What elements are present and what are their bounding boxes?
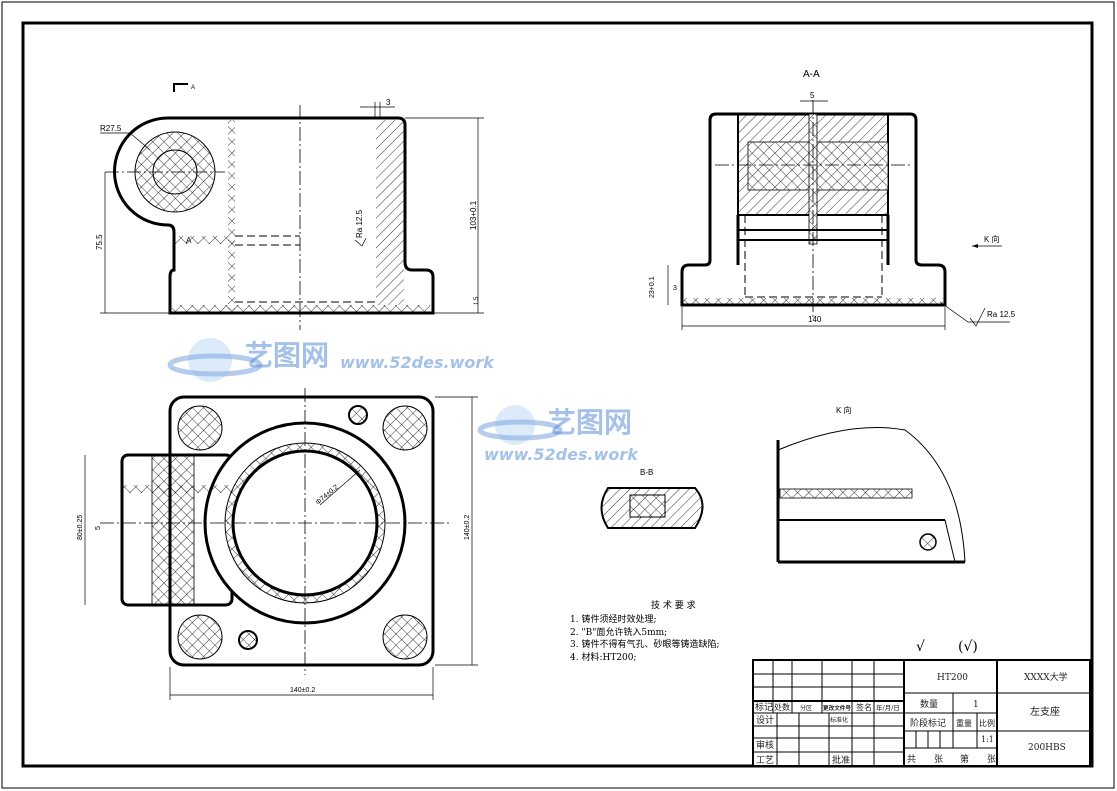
- tb-hardness: 200HBS: [1028, 743, 1066, 753]
- tech-req-item: 3. 铸件不得有气孔、砂眼等铸造缺陷;: [570, 638, 719, 650]
- section-bb-title: B-B: [640, 468, 653, 477]
- tb-header-zone: 分区: [800, 704, 812, 712]
- tb-material: HT200: [937, 673, 968, 683]
- dim-103: 103+0.1: [469, 200, 478, 230]
- tb-header-mark: 标记: [755, 701, 773, 713]
- watermark-url: www.52des.work: [484, 445, 639, 464]
- watermark-url: www.52des.work: [340, 353, 495, 372]
- section-aa-title: A-A: [803, 69, 820, 80]
- dim-140-right: 140±0.2: [464, 515, 471, 540]
- tb-quantity: 1: [973, 700, 979, 710]
- dim-75-5: 75.5: [95, 234, 104, 250]
- dim-140: 140: [808, 315, 822, 324]
- hole-marker-a: A: [186, 236, 192, 245]
- dim-140-bottom: 140±0.2: [290, 687, 315, 694]
- dim-5-top: 5: [95, 526, 102, 530]
- dim-80: 80±0.25: [77, 515, 84, 540]
- tb-header-change-doc: 更改文件号: [823, 704, 851, 712]
- title-block: 标记 处数 分区 更改文件号 签名 年/月/日 设计 标准化 审核 工艺 批准 …: [752, 659, 1091, 767]
- k-view-title: K 向: [836, 405, 852, 415]
- front-view: 75.5 103+0.1 3 R27.5 Ra 12.5 A 1.5 A: [95, 83, 484, 330]
- roughness-general-symbol: √: [916, 639, 925, 655]
- dim-3: 3: [386, 98, 391, 107]
- section-aa-view: A-A 5 23+0.1 3 140 Ra 12.5 K 向: [649, 69, 1016, 330]
- tb-header-sign: 签名: [856, 702, 872, 712]
- dim-3-aa: 3: [673, 285, 677, 292]
- tb-header-date: 年/月/日: [876, 703, 900, 712]
- tb-approve: 批准: [832, 754, 850, 766]
- tb-scale: 1:1: [981, 735, 994, 744]
- watermark-logo: 艺图网: [245, 339, 329, 372]
- tb-total-sheets: 共 张: [907, 754, 943, 765]
- roughness-others-symbol: (√): [958, 639, 978, 655]
- tech-req-title: 技 术 要 求: [651, 599, 696, 611]
- top-view: Φ74±0.2 80±0.25 5 140±0.2 140±0.2: [77, 388, 478, 700]
- roughness-ra-aa: Ra 12.5: [987, 310, 1016, 319]
- watermark: 艺图网 www.52des.work 艺图网 www.52des.work: [167, 338, 639, 464]
- tech-req-item: 1. 铸件须经时效处理;: [570, 613, 656, 625]
- section-marker-a: A: [191, 85, 195, 91]
- tb-scale-label: 比例: [979, 718, 995, 728]
- roughness-ra: Ra 12.5: [355, 209, 364, 238]
- k-view: K 向: [776, 405, 966, 564]
- technical-requirements: 技 术 要 求 1. 铸件须经时效处理; 2. "B"面允许铣入5mm; 3. …: [570, 599, 719, 663]
- tb-design: 设计: [756, 714, 774, 726]
- tb-sheet-no: 第 张: [960, 753, 996, 765]
- dim-1-5: 1.5: [474, 296, 480, 305]
- tb-weight-label: 重量: [956, 718, 972, 728]
- watermark-logo: 艺图网: [548, 406, 632, 439]
- dim-r27-5: R27.5: [100, 124, 122, 133]
- tb-header-count: 处数: [774, 702, 790, 712]
- k-direction-arrow: K 向: [984, 234, 1000, 244]
- tb-stage-label: 阶段标记: [910, 717, 946, 729]
- tb-school: XXXX大学: [1024, 671, 1068, 683]
- dim-5: 5: [810, 91, 815, 100]
- tb-standardization: 标准化: [830, 716, 848, 724]
- tb-quantity-label: 数量: [920, 698, 938, 710]
- dim-23: 23+0.1: [649, 276, 656, 298]
- tb-part-name: 左支座: [1030, 705, 1060, 718]
- tb-review: 审核: [756, 739, 774, 751]
- section-bb-view: B-B: [600, 468, 704, 529]
- inner-frame: [21, 21, 1094, 768]
- tech-req-item: 4. 材料:HT200;: [570, 651, 637, 663]
- tb-process: 工艺: [756, 755, 774, 766]
- tech-req-item: 2. "B"面允许铣入5mm;: [570, 626, 667, 638]
